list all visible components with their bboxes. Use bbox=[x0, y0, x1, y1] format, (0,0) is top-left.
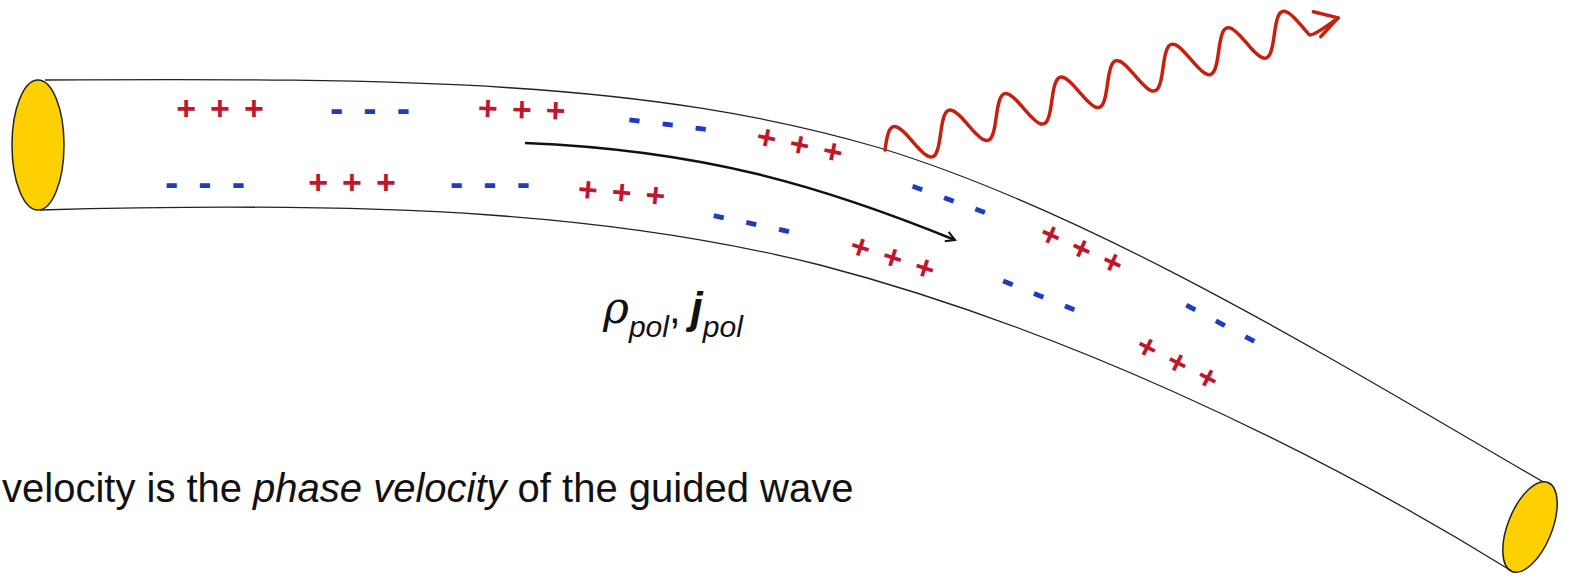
symbol-text: pol bbox=[703, 310, 743, 343]
wave-path bbox=[879, 0, 1343, 169]
tube-top-edge bbox=[45, 80, 1545, 483]
tube-end-right bbox=[1492, 474, 1569, 579]
symbol-text: ρ bbox=[603, 282, 629, 333]
charge-sign: +++ bbox=[162, 91, 278, 125]
tube-bottom-edge bbox=[40, 207, 1510, 570]
wave-arrow-head bbox=[1313, 5, 1341, 36]
caption-part: phase velocity bbox=[253, 466, 506, 510]
charge-sign: --- bbox=[430, 162, 550, 202]
charge-sign: --- bbox=[310, 88, 430, 128]
charge-sign: --- bbox=[689, 188, 815, 252]
charge-sign: --- bbox=[145, 162, 265, 202]
charge-sign: +++ bbox=[740, 115, 860, 172]
symbol-text: pol bbox=[629, 310, 669, 343]
caption-part: of the guided wave bbox=[518, 466, 854, 510]
charge-sign: +++ bbox=[294, 165, 410, 199]
radiated-wave bbox=[879, 0, 1343, 169]
tube-end-left bbox=[12, 80, 64, 210]
charge-sign: +++ bbox=[833, 223, 953, 291]
charge-sign: +++ bbox=[563, 170, 681, 214]
caption-text: velocity is thephase velocity of the guid… bbox=[2, 464, 853, 512]
charge-sign: --- bbox=[606, 94, 730, 148]
charge-current-label: ρpol,jpol bbox=[603, 282, 743, 345]
symbol-text: j bbox=[691, 283, 703, 332]
caption-part: velocity is the bbox=[2, 466, 242, 510]
charge-sign: +++ bbox=[464, 90, 581, 128]
charge-sign: --- bbox=[887, 157, 1013, 236]
symbol-text: , bbox=[669, 285, 681, 332]
